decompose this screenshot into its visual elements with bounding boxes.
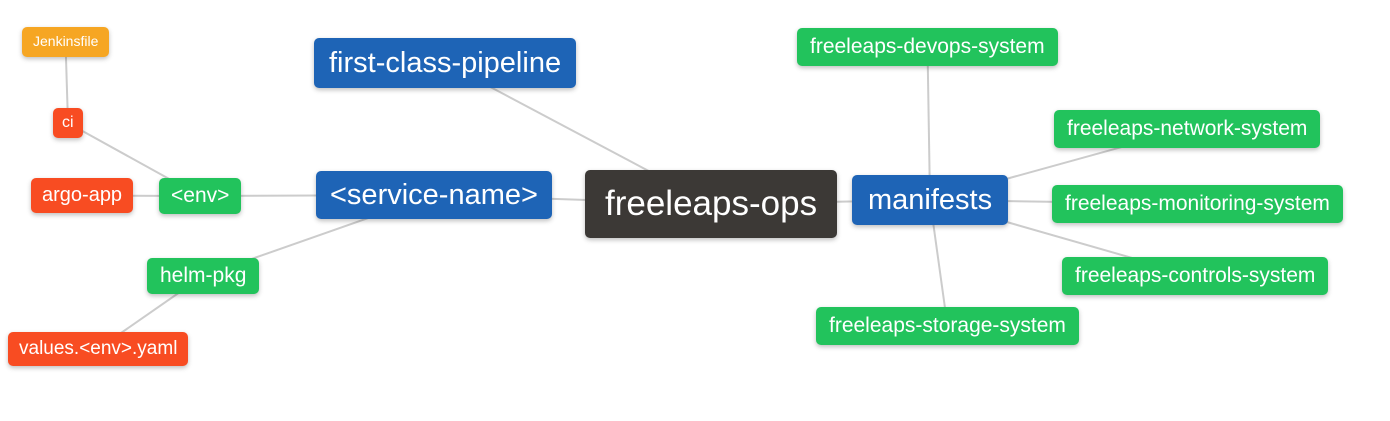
node-first-class-pipeline[interactable]: first-class-pipeline — [314, 38, 577, 89]
node-freeleaps-network-system[interactable]: freeleaps-network-system — [1054, 110, 1321, 149]
node-values-env-yaml[interactable]: values.<env>.yaml — [8, 332, 189, 366]
node-freeleaps-devops-system[interactable]: freeleaps-devops-system — [797, 28, 1058, 67]
node-service-name[interactable]: <service-name> — [316, 171, 552, 220]
node-freeleaps-controls-system[interactable]: freeleaps-controls-system — [1062, 257, 1329, 296]
node-manifests[interactable]: manifests — [852, 175, 1009, 226]
node-argo-app[interactable]: argo-app — [31, 178, 134, 213]
node-freeleaps-monitoring-system[interactable]: freeleaps-monitoring-system — [1052, 185, 1343, 224]
node-freeleaps-ops-root[interactable]: freeleaps-ops — [585, 170, 838, 238]
node-jenkinsfile[interactable]: Jenkinsfile — [22, 27, 110, 57]
node-helm-pkg[interactable]: helm-pkg — [147, 258, 260, 295]
node-ci[interactable]: ci — [53, 108, 83, 138]
node-env[interactable]: <env> — [159, 178, 242, 215]
node-freeleaps-storage-system[interactable]: freeleaps-storage-system — [816, 307, 1079, 346]
